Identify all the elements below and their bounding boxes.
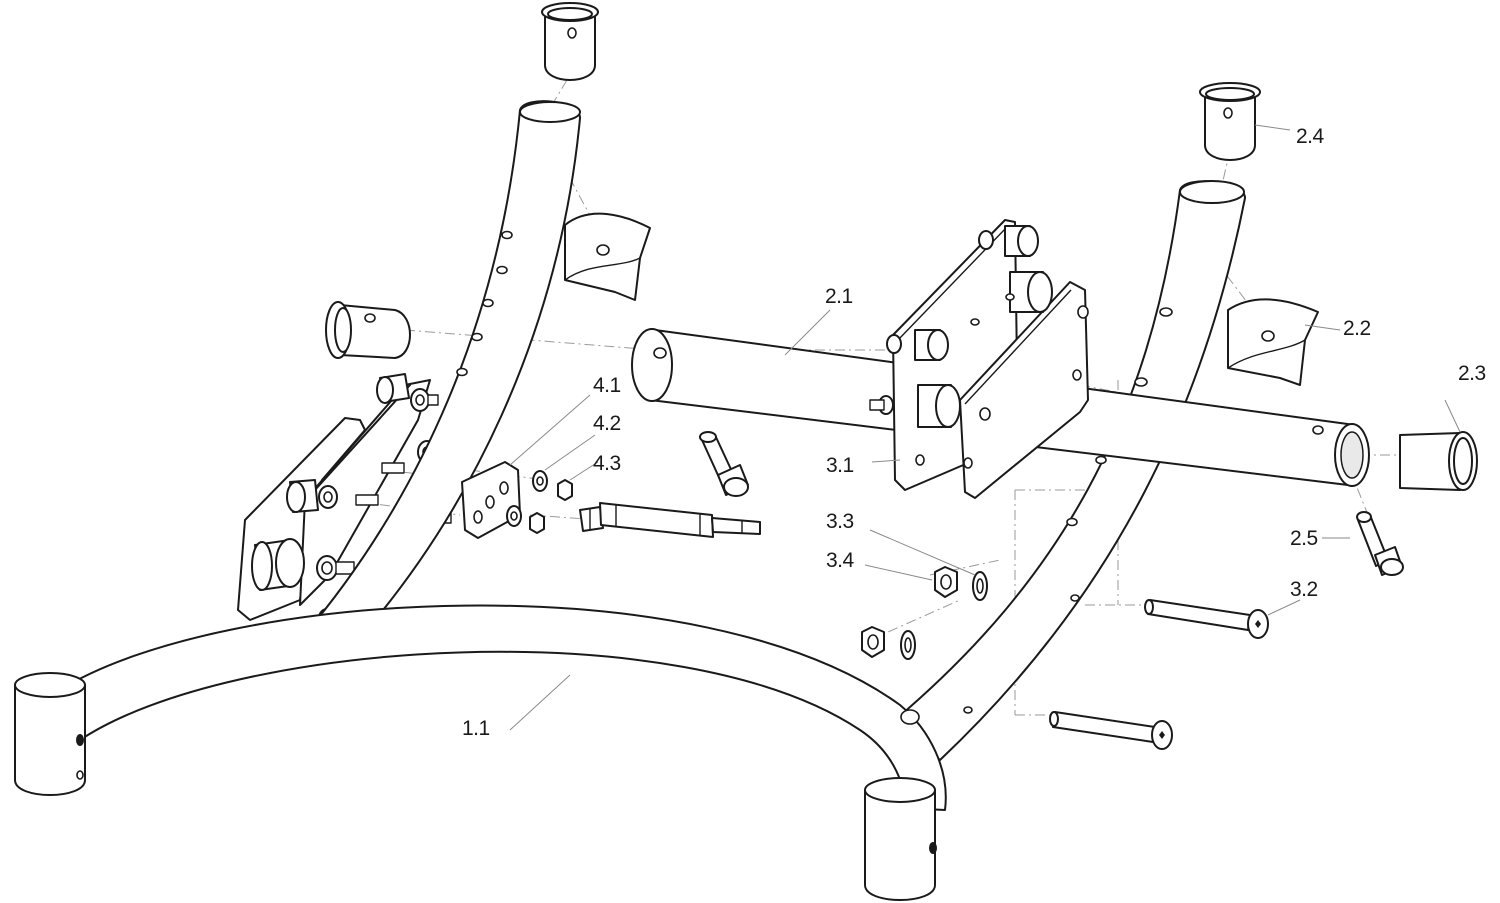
link-nut <box>557 479 573 501</box>
callout-2-3: 2.3 <box>1458 362 1486 385</box>
top-cap-left <box>541 2 599 81</box>
bracket-nut <box>318 485 338 509</box>
bracket-spacer <box>1009 271 1053 313</box>
bracket-spacer <box>914 329 949 361</box>
bracket-spacer <box>376 373 410 404</box>
callout-4-2: 4.2 <box>593 412 621 435</box>
dowel-pin <box>355 494 379 506</box>
right-side-bushing <box>1399 431 1478 491</box>
seat-bracket-assembly <box>869 219 1089 499</box>
bracket-nut <box>978 230 994 250</box>
saddle-block-left <box>564 212 651 301</box>
left-foot-cylinder <box>14 672 86 796</box>
callout-labels: 2.4 2.1 2.2 2.3 4.1 4.2 4.3 3.1 3.3 3.4 … <box>462 125 1486 740</box>
callout-2-5: 2.5 <box>1290 527 1318 550</box>
callout-2-2: 2.2 <box>1343 317 1371 340</box>
bracket-spacer <box>286 479 319 513</box>
callout-2-4: 2.4 <box>1296 125 1325 148</box>
washer-upper <box>972 571 988 601</box>
bracket-nut <box>886 334 902 354</box>
left-upright-tube <box>299 100 581 661</box>
link-plate <box>461 461 521 539</box>
socket-bolt-right <box>1356 511 1404 576</box>
bracket-spacer <box>917 384 961 428</box>
callout-4-3: 4.3 <box>593 452 621 475</box>
left-side-bushing <box>325 301 411 359</box>
dowel-pin <box>381 462 405 474</box>
base-tube <box>59 604 947 811</box>
washer-lower <box>900 630 916 660</box>
button-bolt-upper <box>1144 599 1269 639</box>
bracket-nut <box>410 388 439 412</box>
bracket-bolt-end <box>869 399 885 411</box>
top-cap-right <box>1199 82 1261 161</box>
threaded-rod <box>579 502 761 538</box>
link-washer <box>506 505 522 527</box>
link-washer <box>532 470 548 492</box>
right-foot-cylinder <box>864 777 937 901</box>
left-pivot-bracket <box>237 373 452 628</box>
callout-3-2: 3.2 <box>1290 578 1318 601</box>
socket-bolt-cross <box>699 431 749 497</box>
callout-3-4: 3.4 <box>826 549 855 572</box>
link-nut <box>529 512 545 534</box>
saddle-block-right <box>1227 298 1319 386</box>
callout-2-1: 2.1 <box>825 285 853 308</box>
nut-lower <box>861 626 885 658</box>
callout-3-3: 3.3 <box>826 510 854 533</box>
callout-4-1: 4.1 <box>593 374 621 397</box>
leader-lines <box>509 124 1461 731</box>
bracket-spacer <box>251 538 305 591</box>
nut-upper <box>934 566 958 598</box>
callout-1-1: 1.1 <box>462 717 490 740</box>
callout-3-1: 3.1 <box>826 454 854 477</box>
bracket-spacer <box>1004 225 1039 257</box>
bracket-nut <box>316 555 355 581</box>
button-bolt-lower <box>1049 711 1173 750</box>
